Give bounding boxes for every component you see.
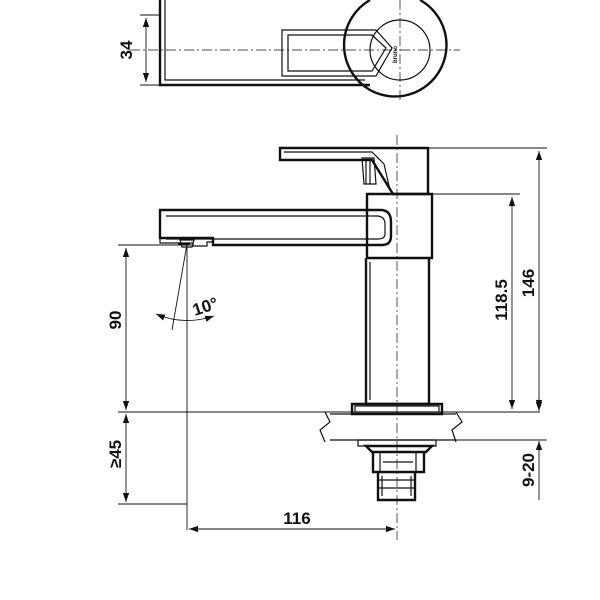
top-view: bruno 34 [117,0,460,102]
brand-mark: bruno [393,46,399,63]
body-collar [365,192,434,260]
dimension-total-height: 146 [519,269,538,297]
dimension-spout-height: 90 [106,311,125,330]
dimension-angle: 10° [190,294,221,320]
side-view: 90 ≥45 10° 116 118.5 146 9-20 [106,135,547,540]
dimension-deck-thickness: 9-20 [519,453,538,487]
threaded-shank [376,472,417,502]
dimension-handle-depth: 34 [117,40,136,59]
dimension-min-clearance: ≥45 [106,440,125,468]
dimension-height-to-spout: 118.5 [492,279,511,321]
mounting-nut [357,439,437,474]
dimension-reach: 116 [283,509,310,528]
handle-lever [278,146,430,196]
deck-plate [319,411,463,443]
faucet-body [364,258,431,406]
spout [158,208,393,247]
